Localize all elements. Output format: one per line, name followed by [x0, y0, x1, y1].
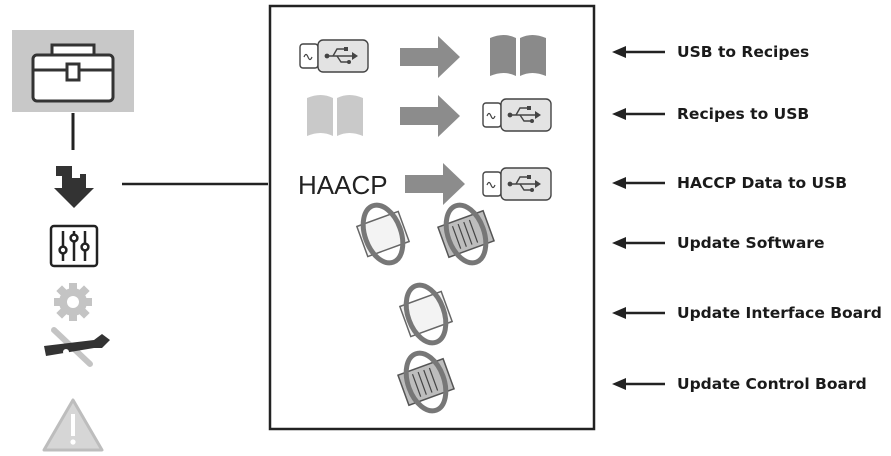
label-recipes-to-usb[interactable]: Recipes to USB: [677, 105, 810, 123]
recipe-book-light-icon: [307, 95, 363, 136]
usb-drive-icon: [299, 39, 369, 73]
label-update-interface-board[interactable]: Update Interface Board: [677, 304, 882, 322]
arrow-right-icon: [400, 36, 460, 78]
interface-board-update-icon: [395, 278, 457, 349]
wrench-screwdriver-icon[interactable]: [44, 327, 110, 367]
control-board-update-icon: [393, 346, 459, 419]
gear-icon[interactable]: [54, 283, 92, 321]
options-panel: [268, 4, 596, 431]
usb-drive-icon: [482, 98, 552, 132]
software-update-icon: [352, 198, 499, 271]
recipe-book-icon: [490, 35, 546, 76]
usb-drive-icon: [482, 167, 552, 201]
label-update-control-board[interactable]: Update Control Board: [677, 375, 867, 393]
haacp-text: HAACP: [298, 170, 388, 200]
arrow-right-icon: [405, 163, 465, 205]
download-arrow-icon[interactable]: [54, 166, 94, 208]
sliders-icon[interactable]: [49, 224, 99, 268]
arrow-right-icon: [400, 95, 460, 137]
label-haccp-to-usb[interactable]: HACCP Data to USB: [677, 174, 848, 192]
label-usb-to-recipes[interactable]: USB to Recipes: [677, 43, 810, 61]
label-update-software[interactable]: Update Software: [677, 234, 825, 252]
toolbox-tile[interactable]: [12, 30, 134, 112]
toolbox-icon: [31, 43, 115, 103]
warning-icon[interactable]: [42, 398, 104, 452]
